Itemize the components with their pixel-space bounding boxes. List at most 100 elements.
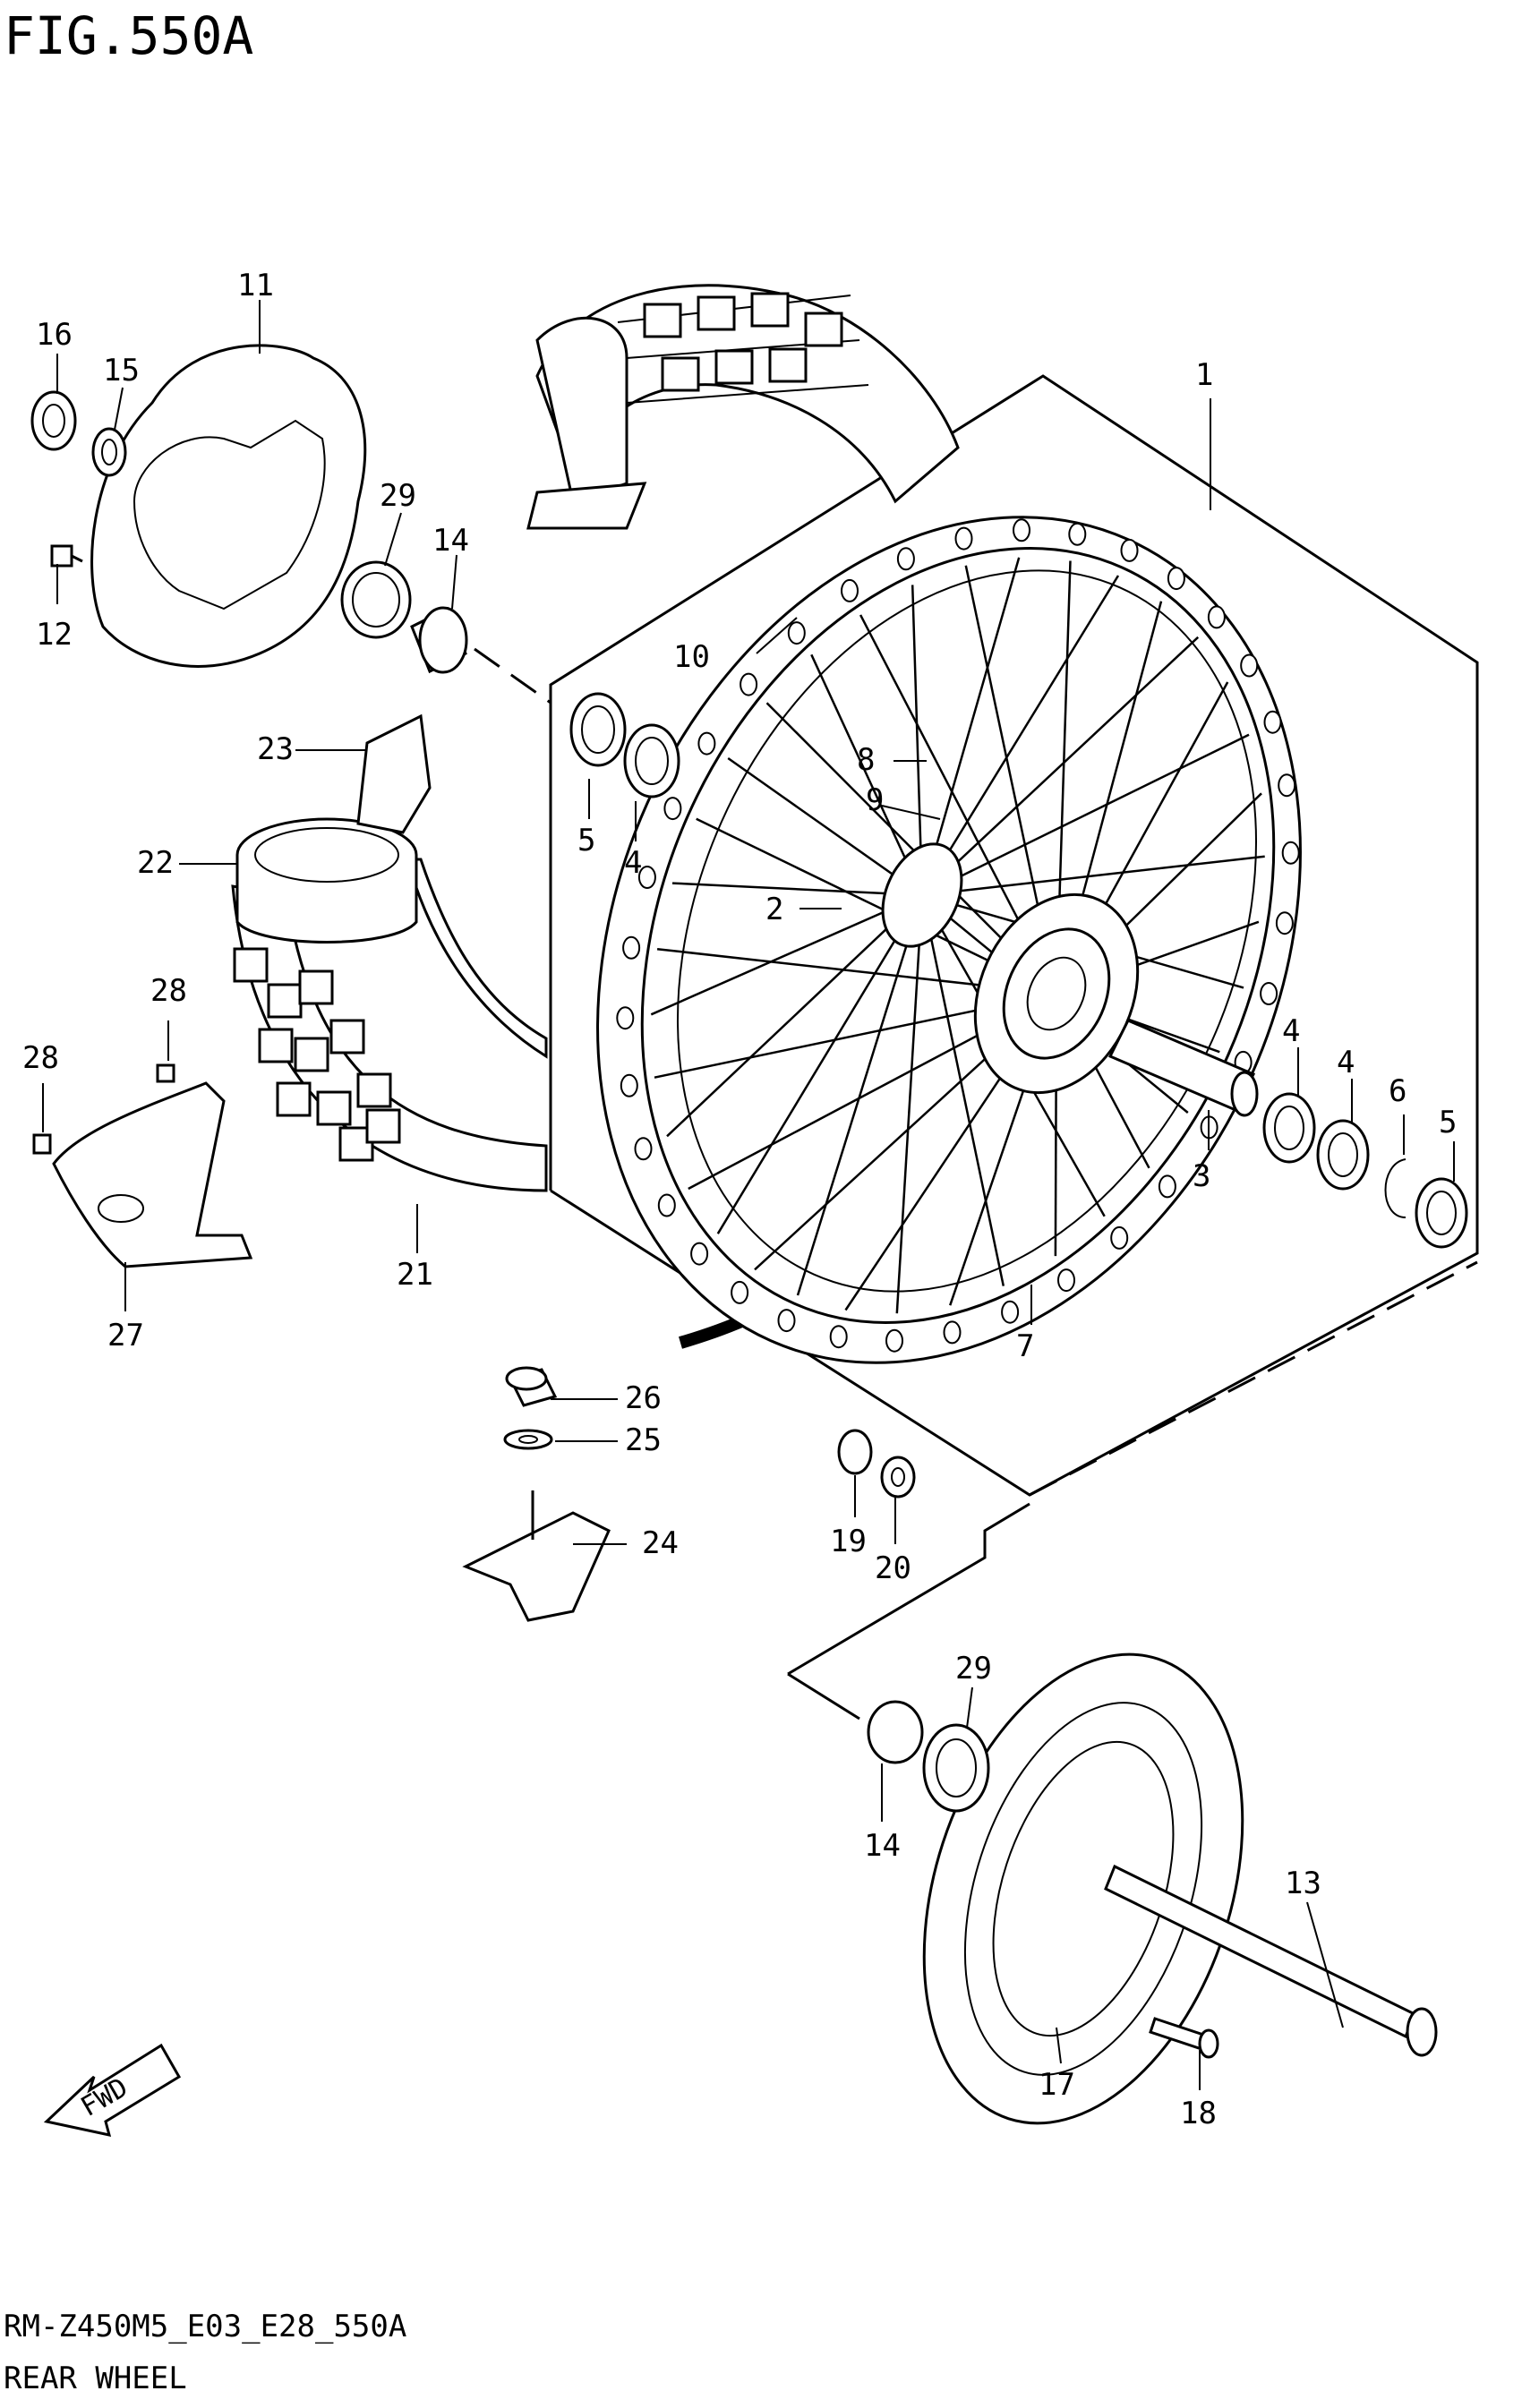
nipple-hole [1207, 605, 1226, 629]
wheel-nut-washer [837, 1429, 916, 1499]
callout-8: 8 [857, 742, 875, 778]
nipple-hole [634, 1137, 653, 1161]
tire-top [526, 284, 960, 530]
callout-14b: 14 [864, 1828, 901, 1864]
callout-13: 13 [1285, 1866, 1321, 1901]
rear-wheel [596, 516, 1302, 1364]
callout-19: 19 [830, 1524, 867, 1559]
leader-lines [42, 300, 1455, 2090]
axle-dash-line [474, 647, 552, 704]
callout-5a: 5 [577, 823, 595, 858]
spokes [650, 557, 1265, 1314]
spoke [650, 893, 923, 1016]
callout-11: 11 [237, 268, 274, 303]
nipple-hole [663, 797, 682, 821]
callout-5b: 5 [1439, 1105, 1457, 1140]
spoke [921, 855, 1265, 897]
nipple-hole [1260, 982, 1278, 1005]
callout-2: 2 [765, 892, 783, 927]
callout-26: 26 [625, 1380, 662, 1416]
nipple-hole [1110, 1225, 1129, 1250]
callout-1: 1 [1195, 357, 1213, 393]
nipple-hole [777, 1309, 796, 1333]
callout-29b: 29 [955, 1651, 992, 1686]
callout-24: 24 [642, 1525, 679, 1561]
nipple-hole [1120, 538, 1139, 562]
callout-25: 25 [625, 1422, 662, 1458]
callout-21: 21 [397, 1257, 433, 1293]
sprocket-bracket-line [787, 1502, 1030, 1676]
callout-17: 17 [1039, 2067, 1075, 2103]
spoke [920, 557, 1021, 896]
callout-29a: 29 [380, 478, 416, 514]
disc-guard [32, 1063, 253, 1268]
nipple-hole [697, 731, 716, 756]
nipple-hole [616, 1006, 635, 1030]
nipple-hole [1278, 773, 1296, 798]
spoke [727, 756, 923, 897]
nipple-hole [943, 1320, 962, 1345]
nipple-hole [657, 1193, 676, 1217]
spoke [921, 733, 1250, 897]
nipple-hole [1263, 710, 1282, 734]
callout-22: 22 [137, 845, 174, 881]
nipple-hole [954, 526, 973, 551]
spoke [920, 575, 1120, 896]
nipple-hole [787, 621, 806, 645]
callout-6: 6 [1389, 1073, 1407, 1109]
tire-valve-parts [462, 1366, 611, 1622]
rear-axle [1104, 1864, 1438, 2057]
nipple-hole [1057, 1268, 1075, 1293]
sprocket-bracket-leg [787, 1672, 860, 1721]
fwd-arrow: FWD [43, 2043, 182, 2137]
right-bearings [1262, 1092, 1468, 1249]
spoke [911, 585, 924, 896]
callout-16: 16 [36, 317, 73, 353]
sprocket-bolt [1149, 2017, 1219, 2059]
nipple-hole [829, 1325, 848, 1349]
nipple-hole [1240, 653, 1259, 678]
callout-14a: 14 [432, 523, 469, 559]
callout-10: 10 [673, 639, 710, 675]
spoke [895, 894, 924, 1314]
spoke [921, 636, 1200, 896]
sprocket-spacers [867, 1700, 990, 1813]
callout-27: 27 [107, 1318, 144, 1353]
nipple-hole [1275, 911, 1294, 935]
callout-4a: 4 [1282, 1013, 1300, 1049]
nipple-hole [740, 672, 758, 696]
callout-20: 20 [875, 1550, 911, 1586]
callout-4c: 4 [624, 845, 642, 881]
nipple-hole [1167, 567, 1185, 591]
nipple-hole [885, 1328, 903, 1353]
callout-9: 9 [866, 782, 884, 818]
figure-title: FIG.550A [4, 5, 253, 66]
nipple-hole [1001, 1300, 1020, 1324]
rim-strap [356, 713, 432, 834]
callout-labels: 1 2 3 4 4 4 5 5 6 7 8 9 10 11 12 13 14 1… [22, 268, 1457, 2131]
lower-dash-line [1029, 1260, 1478, 1497]
callout-28a: 28 [150, 973, 187, 1009]
nipple-hole [1158, 1174, 1176, 1199]
model-code: RM-Z450M5_E03_E28_550A [4, 2309, 406, 2344]
spoke [796, 894, 924, 1296]
nipple-hole [622, 935, 641, 960]
callout-28b: 28 [22, 1040, 59, 1076]
diagram-name: REAR WHEEL [4, 2361, 187, 2396]
nipple-hole [620, 1073, 638, 1097]
left-spacers [340, 560, 468, 674]
left-bearings [569, 692, 680, 798]
callout-18: 18 [1180, 2096, 1217, 2131]
spoke [920, 894, 1005, 1286]
nipple-holes [616, 518, 1300, 1353]
spoke [666, 894, 923, 1138]
nipple-hole [1281, 841, 1300, 865]
nipple-hole [690, 1242, 709, 1266]
callout-15: 15 [103, 353, 140, 389]
nipple-hole [1013, 518, 1030, 542]
nipple-hole [1068, 522, 1087, 546]
brake-disc [90, 344, 367, 668]
spoke [716, 894, 924, 1234]
disc-hardware [30, 390, 127, 568]
